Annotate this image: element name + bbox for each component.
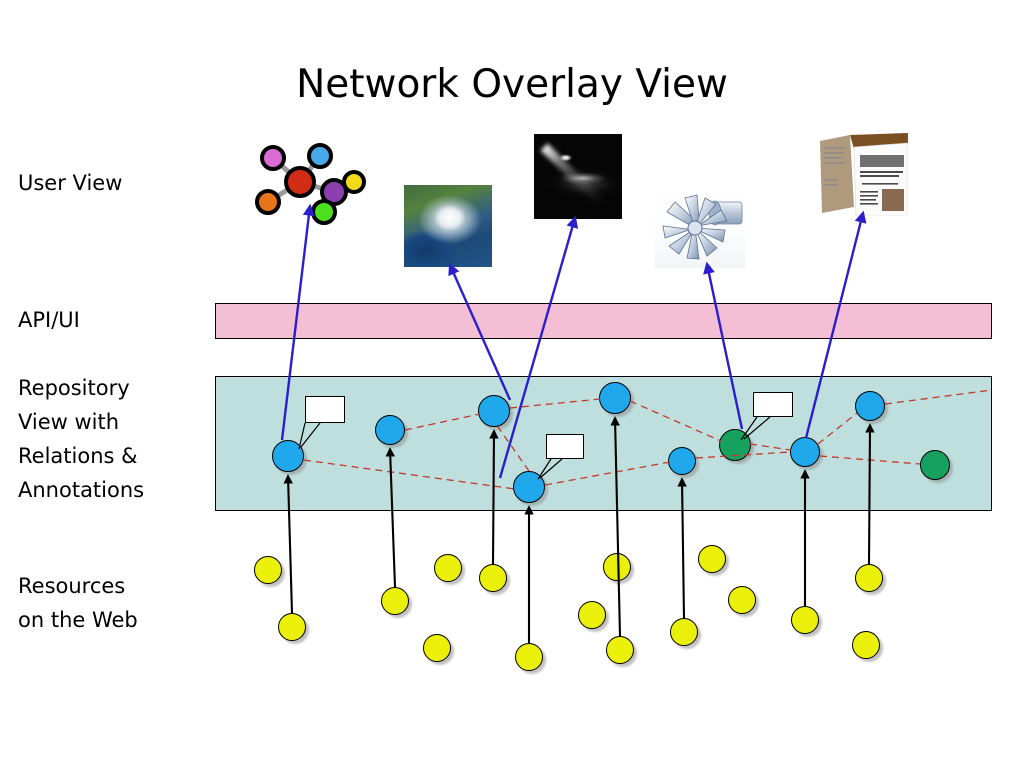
annotation-callout[interactable] (753, 392, 793, 417)
web-resource-node[interactable] (855, 564, 883, 592)
comet-streak (540, 143, 610, 211)
molecule-model-thumbnail (248, 140, 366, 225)
web-resource-node[interactable] (381, 587, 409, 615)
label-api-ui: API/UI (18, 308, 80, 332)
web-resource-node[interactable] (423, 634, 451, 662)
web-resource-node[interactable] (515, 643, 543, 671)
web-resource-node[interactable] (254, 556, 282, 584)
label-user-view: User View (18, 171, 123, 195)
turbine-cad-thumbnail (655, 186, 745, 268)
web-resource-node[interactable] (434, 554, 462, 582)
repository-node[interactable] (599, 382, 631, 414)
document-page-thumbnail (820, 133, 908, 216)
repository-node[interactable] (478, 395, 510, 427)
repository-node[interactable] (855, 391, 885, 421)
label-resources-on-the-web: Resources on the Web (18, 574, 138, 632)
annotation-callout[interactable] (546, 434, 584, 459)
web-resource-node[interactable] (791, 606, 819, 634)
repository-node[interactable] (513, 471, 545, 503)
repository-node[interactable] (375, 415, 405, 445)
repository-node[interactable] (790, 437, 820, 467)
comet-astronomy-thumbnail (534, 134, 622, 219)
web-resource-node[interactable] (670, 618, 698, 646)
web-resource-node[interactable] (578, 601, 606, 629)
web-resource-node[interactable] (603, 553, 631, 581)
web-resource-node[interactable] (852, 631, 880, 659)
web-resource-node[interactable] (606, 636, 634, 664)
web-resource-node[interactable] (479, 564, 507, 592)
web-resource-node[interactable] (698, 545, 726, 573)
web-resource-node[interactable] (728, 586, 756, 614)
repository-node[interactable] (668, 447, 696, 475)
web-resource-node[interactable] (278, 613, 306, 641)
repository-node[interactable] (272, 440, 304, 472)
repository-node[interactable] (719, 429, 751, 461)
hurricane-satellite-thumbnail (404, 185, 492, 267)
page-title: Network Overlay View (296, 62, 728, 107)
annotation-callout[interactable] (305, 396, 345, 423)
api-ui-band (215, 303, 992, 339)
repository-node[interactable] (920, 450, 950, 480)
label-repository-view: Repository View with Relations & Annotat… (18, 376, 145, 502)
